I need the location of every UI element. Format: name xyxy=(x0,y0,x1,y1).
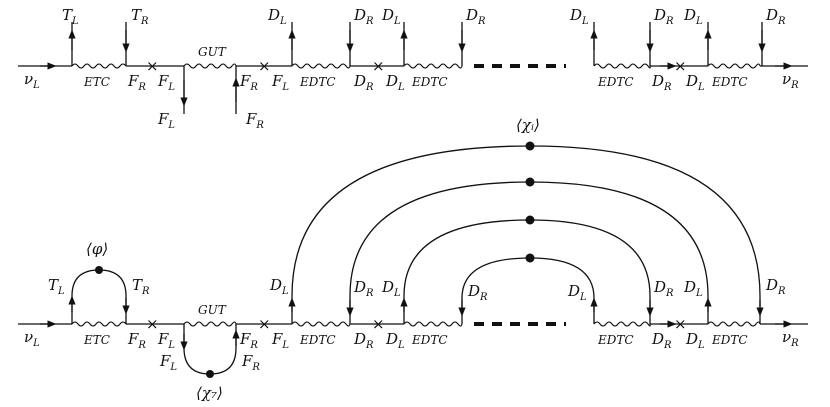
edtc-label: EDTC xyxy=(299,75,336,89)
gut-label: GUT xyxy=(198,45,227,59)
nu-r-label: νR xyxy=(782,328,799,349)
top-diagram: × × × × xyxy=(18,6,808,131)
f-r-label: FR xyxy=(127,330,146,351)
chi-i-label: ⟨χᵢ⟩ xyxy=(516,116,540,134)
d-l-label: DL xyxy=(267,6,287,27)
edtc-label: EDTC xyxy=(299,333,336,347)
d-r-label: DR xyxy=(353,6,374,27)
mass-insertion-cross: × xyxy=(372,315,385,333)
nu-r-label: νR xyxy=(782,70,799,91)
vev-vertex xyxy=(95,266,103,274)
d-l-line-label: DL xyxy=(685,72,705,93)
mass-insertion-cross: × xyxy=(258,315,271,333)
mass-insertion-cross: × xyxy=(674,57,687,75)
mass-insertion-cross: × xyxy=(372,57,385,75)
f-r-label: FR xyxy=(127,72,146,93)
d-r-line-label: DR xyxy=(353,330,374,351)
d-r-line-label: DR xyxy=(651,330,672,351)
d-r-arc-label: DR xyxy=(765,276,786,297)
nu-l-label: νL xyxy=(24,328,40,349)
edtc-propagator xyxy=(403,63,463,69)
d-l-line-label: DL xyxy=(385,330,405,351)
nu-l-label: νL xyxy=(24,70,40,91)
f-l-b-label: FL xyxy=(271,72,289,93)
d-l-label: DL xyxy=(569,6,589,27)
phi-label: ⟨φ⟩ xyxy=(86,240,108,258)
edtc-label: EDTC xyxy=(711,75,748,89)
edtc-propagator xyxy=(291,321,351,327)
edtc-propagator xyxy=(593,63,651,69)
t-r-label: TR xyxy=(131,6,149,27)
d-l-arc-label: DL xyxy=(567,282,587,303)
mass-insertion-cross: × xyxy=(146,57,159,75)
d-r-arc-label: DR xyxy=(467,282,488,303)
t-l-label: TL xyxy=(62,6,79,27)
bottom-diagram: × × × × xyxy=(18,116,808,402)
edtc-propagator xyxy=(291,63,351,69)
etc-propagator xyxy=(71,321,127,327)
gut-label: GUT xyxy=(198,303,227,317)
d-l-line-label: DL xyxy=(385,72,405,93)
f-r-b-label: FR xyxy=(239,330,258,351)
d-l-arc-label: DL xyxy=(381,278,401,299)
d-r-line-label: DR xyxy=(651,72,672,93)
t-r-label: TR xyxy=(132,276,150,297)
edtc-propagator xyxy=(593,321,651,327)
edtc-label: EDTC xyxy=(597,333,634,347)
phi-loop xyxy=(71,269,127,324)
etc-propagator xyxy=(71,63,127,69)
mass-insertion-cross: × xyxy=(258,57,271,75)
f-l-loop-label: FL xyxy=(159,352,177,373)
d-l-line-label: DL xyxy=(685,330,705,351)
edtc-label: EDTC xyxy=(711,333,748,347)
chi7-loop xyxy=(183,324,237,375)
gut-propagator xyxy=(183,321,237,327)
vev-vertex xyxy=(525,177,535,187)
arc-3 xyxy=(403,219,651,324)
t-l-label: TL xyxy=(48,276,65,297)
d-l-label: DL xyxy=(683,6,703,27)
f-r-b-label: FR xyxy=(239,72,258,93)
vev-vertex xyxy=(206,370,214,378)
d-r-label: DR xyxy=(765,6,786,27)
edtc-label: EDTC xyxy=(411,75,448,89)
chi-7-label: ⟨χ₇⟩ xyxy=(196,384,223,402)
f-l-label: FL xyxy=(157,72,175,93)
gut-propagator xyxy=(183,63,237,69)
f-l-label: FL xyxy=(157,330,175,351)
edtc-label: EDTC xyxy=(411,333,448,347)
f-l-down-label: FL xyxy=(157,110,175,131)
d-r-line-label: DR xyxy=(353,72,374,93)
d-l-arc-label: DL xyxy=(269,276,289,297)
d-l-label: DL xyxy=(381,6,401,27)
d-r-arc-label: DR xyxy=(353,278,374,299)
vev-vertex xyxy=(525,253,535,263)
f-r-loop-label: FR xyxy=(241,352,260,373)
d-l-arc-label: DL xyxy=(683,278,703,299)
d-r-arc-label: DR xyxy=(653,278,674,299)
edtc-label: EDTC xyxy=(597,75,634,89)
d-r-label: DR xyxy=(653,6,674,27)
edtc-propagator xyxy=(707,321,761,327)
vev-vertex xyxy=(525,141,535,151)
edtc-propagator xyxy=(403,321,463,327)
mass-insertion-cross: × xyxy=(146,315,159,333)
vev-vertex xyxy=(525,215,535,225)
f-l-b-label: FL xyxy=(271,330,289,351)
edtc-propagator xyxy=(707,63,761,69)
d-r-label: DR xyxy=(465,6,486,27)
f-r-up-label: FR xyxy=(245,110,264,131)
mass-insertion-cross: × xyxy=(674,315,687,333)
etc-label: ETC xyxy=(83,75,110,89)
etc-label: ETC xyxy=(83,333,110,347)
